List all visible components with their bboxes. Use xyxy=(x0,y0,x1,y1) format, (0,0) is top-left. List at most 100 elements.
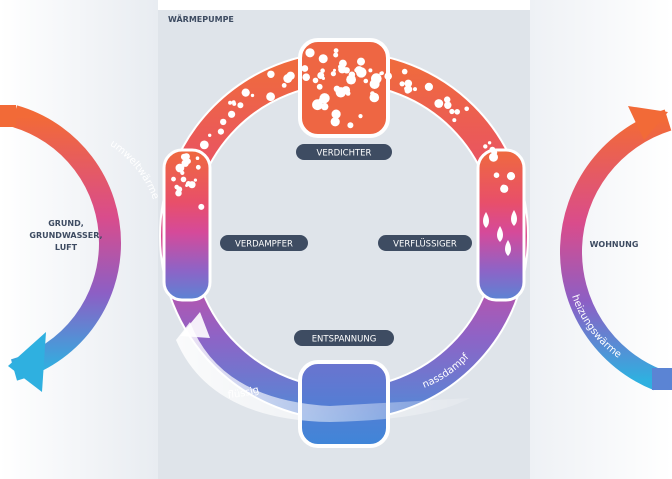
bubble xyxy=(185,162,189,166)
bubble xyxy=(487,141,492,145)
bubble xyxy=(267,70,275,79)
bubble xyxy=(363,78,369,84)
bubble xyxy=(208,133,212,137)
svg-text:LUFT: LUFT xyxy=(55,243,78,252)
verdichter-pill: VERDICHTER xyxy=(296,144,392,160)
bubble xyxy=(454,109,461,115)
bubble xyxy=(250,93,255,98)
bubble xyxy=(305,48,315,58)
environment-area xyxy=(0,0,158,479)
bubble xyxy=(217,128,224,135)
arrow-head-icon xyxy=(628,106,668,140)
bubble xyxy=(339,59,347,68)
bubble xyxy=(444,96,451,103)
bubble xyxy=(195,156,200,160)
gas-bubbles xyxy=(171,48,516,210)
bubble xyxy=(312,77,319,84)
bubble xyxy=(318,54,328,64)
bubble xyxy=(175,190,182,197)
bubble xyxy=(341,86,351,95)
entspannung-pill: ENTSPANNUNG xyxy=(294,330,394,346)
bubble xyxy=(330,71,336,77)
bubble xyxy=(185,184,189,187)
bubble xyxy=(301,65,309,72)
environment-label: GRUND, GRUNDWASSER, LUFT xyxy=(29,219,102,252)
bubble xyxy=(399,81,405,87)
bubble xyxy=(357,57,365,66)
bubble xyxy=(220,118,227,126)
verdampfer-pill: VERDAMPFER xyxy=(220,235,308,251)
bubble xyxy=(317,72,325,79)
bubble xyxy=(500,184,509,193)
bubble xyxy=(331,109,341,119)
bubble xyxy=(283,74,293,83)
bubble xyxy=(380,71,384,75)
dwelling-label: WOHNUNG xyxy=(590,240,639,249)
bubble xyxy=(180,153,188,161)
bubble xyxy=(320,68,325,73)
bubble xyxy=(333,68,336,72)
bubble xyxy=(195,164,201,170)
bubble xyxy=(180,170,185,175)
bubble xyxy=(198,203,205,210)
svg-text:VERDICHTER: VERDICHTER xyxy=(317,149,372,159)
verfluessiger-pill: VERFLÜSSIGER xyxy=(378,235,472,251)
bubble xyxy=(348,71,356,78)
bubble xyxy=(266,92,275,102)
dwelling-area xyxy=(530,0,672,479)
bubble xyxy=(444,101,452,110)
bubble xyxy=(434,99,444,108)
svg-text:VERDAMPFER: VERDAMPFER xyxy=(235,240,293,250)
bubble xyxy=(199,140,209,150)
bubble xyxy=(312,99,323,111)
bubble xyxy=(424,82,433,91)
svg-text:GRUND,: GRUND, xyxy=(48,219,84,228)
svg-text:ENTSPANNUNG: ENTSPANNUNG xyxy=(312,335,377,345)
arrow-head-icon xyxy=(8,332,46,392)
bubble xyxy=(452,118,457,123)
bubble xyxy=(281,83,287,88)
condensate-drops xyxy=(483,210,517,256)
bubble xyxy=(355,66,363,75)
heating-heat-arrow xyxy=(560,106,672,391)
bubble xyxy=(405,85,413,93)
bubble xyxy=(330,117,340,127)
bubble xyxy=(188,181,196,189)
bubble xyxy=(369,79,380,89)
bubble xyxy=(358,114,363,119)
bubble xyxy=(347,122,354,129)
bubble xyxy=(316,83,323,90)
bubble xyxy=(493,172,500,178)
condenser-unit xyxy=(476,148,526,302)
bubble xyxy=(507,173,513,179)
panel-title: WÄRMEPUMPE xyxy=(168,14,234,24)
bubble xyxy=(228,110,236,118)
flow-arrow-icon xyxy=(180,312,210,338)
bubble xyxy=(464,106,470,112)
bubble xyxy=(333,52,339,58)
bubble xyxy=(193,178,197,182)
bubble xyxy=(401,68,408,75)
evaporator-unit xyxy=(162,148,212,302)
bubble xyxy=(369,92,380,103)
bubble xyxy=(302,73,311,81)
bubble xyxy=(384,72,393,80)
liquid-flow xyxy=(176,322,470,422)
bubble xyxy=(413,87,417,92)
bubble xyxy=(231,100,236,105)
bubble xyxy=(171,176,176,182)
bubble xyxy=(404,79,413,88)
bubble xyxy=(449,108,455,115)
bubble xyxy=(180,176,187,183)
bubble xyxy=(343,67,350,74)
bubble xyxy=(319,93,330,104)
bubble xyxy=(175,163,185,173)
bubble xyxy=(228,100,233,105)
bubble xyxy=(237,102,244,109)
svg-text:GRUNDWASSER,: GRUNDWASSER, xyxy=(29,231,102,240)
bubble xyxy=(333,48,339,53)
bubble xyxy=(368,68,373,73)
environment-heat-arrow xyxy=(0,105,122,392)
